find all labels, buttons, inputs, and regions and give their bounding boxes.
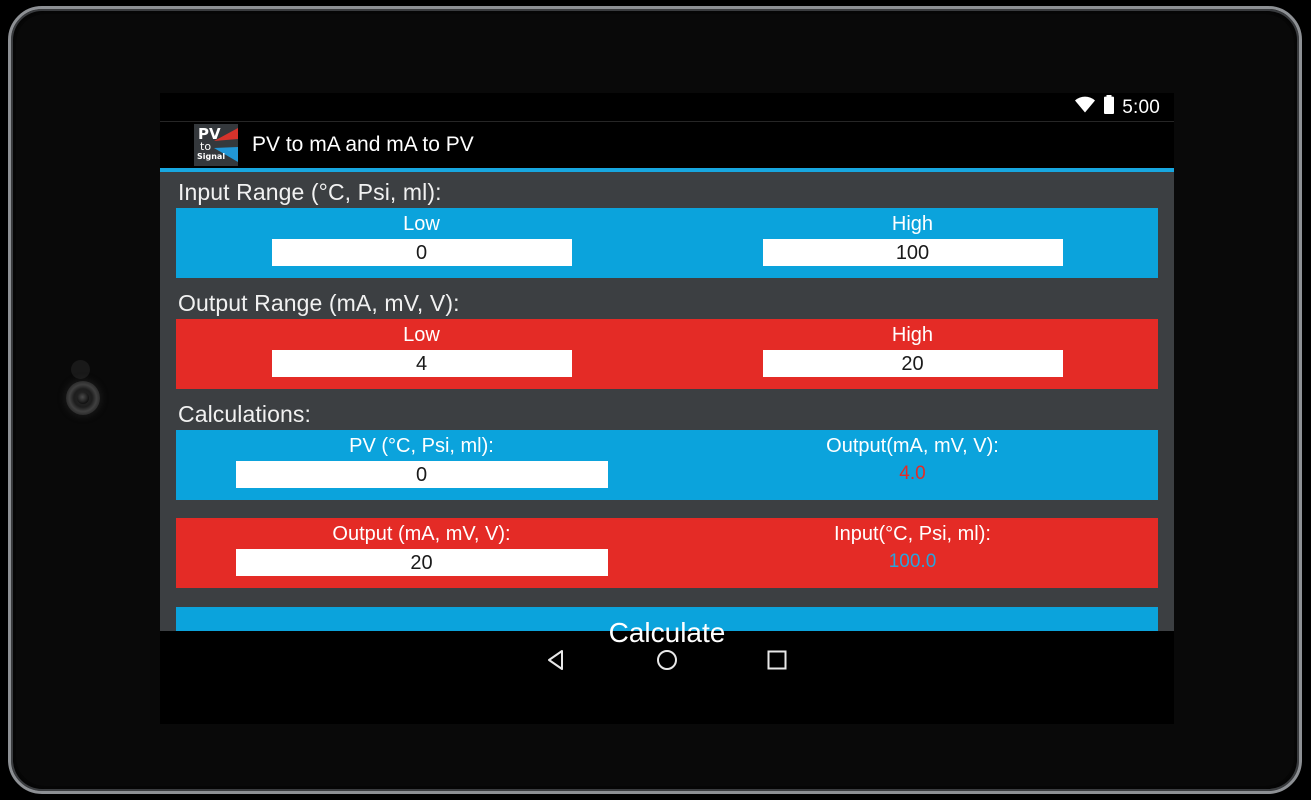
- input-range-high-label: High: [891, 213, 934, 235]
- pv-output-cell: Output(mA, mV, V): 4.0: [667, 430, 1158, 500]
- front-camera-icon: [66, 381, 100, 415]
- input-range-panel: Low 0 High 100: [176, 208, 1158, 278]
- output-result-cell: Input(°C, Psi, ml): 100.0: [667, 518, 1158, 588]
- output-range-low-field[interactable]: 4: [271, 350, 572, 377]
- input-range-title: Input Range (°C, Psi, ml):: [178, 179, 442, 205]
- pv-input-label: PV (°C, Psi, ml):: [349, 435, 494, 457]
- calculations-title: Calculations:: [178, 401, 311, 427]
- output-range-low-cell: Low 4: [176, 319, 667, 389]
- status-bar: 5:00: [160, 93, 1174, 121]
- pv-input-cell: PV (°C, Psi, ml): 0: [176, 430, 667, 500]
- output-input-label: Output (mA, mV, V):: [332, 523, 511, 545]
- input-range-low-label: Low: [403, 213, 440, 235]
- spacer: [176, 278, 1158, 287]
- back-triangle-icon[interactable]: [532, 635, 582, 685]
- app-title: PV to mA and mA to PV: [252, 133, 474, 156]
- battery-icon: [1103, 95, 1115, 119]
- light-sensor-icon: [71, 360, 90, 379]
- app-bar-accent-rule: [160, 168, 1174, 172]
- tablet-device-frame: 5:00 PV to Signal PV to mA and mA to PV …: [8, 6, 1302, 794]
- home-circle-icon[interactable]: [642, 635, 692, 685]
- spacer: [176, 588, 1158, 607]
- app-icon-text-signal: Signal: [197, 152, 226, 161]
- status-bar-time: 5:00: [1122, 96, 1160, 118]
- output-result-value: 100.0: [888, 551, 937, 572]
- pv-to-output-panel: PV (°C, Psi, ml): 0 Output(mA, mV, V): 4…: [176, 430, 1158, 500]
- pv-to-signal-app-icon: PV to Signal: [194, 124, 238, 166]
- output-input-field[interactable]: 20: [235, 549, 608, 576]
- output-range-low-label: Low: [403, 324, 440, 346]
- tablet-screen: 5:00 PV to Signal PV to mA and mA to PV …: [160, 93, 1174, 724]
- output-range-title: Output Range (mA, mV, V):: [178, 290, 460, 316]
- output-input-cell: Output (mA, mV, V): 20: [176, 518, 667, 588]
- app-bar: PV to Signal PV to mA and mA to PV: [160, 121, 1174, 168]
- output-range-high-label: High: [891, 324, 934, 346]
- wifi-icon: [1074, 96, 1096, 118]
- pv-input-field[interactable]: 0: [235, 461, 608, 488]
- pv-output-label: Output(mA, mV, V):: [826, 435, 999, 457]
- app-icon-text-to: to: [200, 140, 212, 153]
- input-range-low-cell: Low 0: [176, 208, 667, 278]
- output-to-pv-panel: Output (mA, mV, V): 20 Input(°C, Psi, ml…: [176, 518, 1158, 588]
- input-range-low-field[interactable]: 0: [271, 239, 572, 266]
- output-result-label: Input(°C, Psi, ml):: [834, 523, 991, 545]
- spacer: [176, 500, 1158, 518]
- output-range-panel: Low 4 High 20: [176, 319, 1158, 389]
- input-range-high-field[interactable]: 100: [762, 239, 1063, 266]
- main-content: Input Range (°C, Psi, ml): Low 0 High 10…: [160, 172, 1174, 659]
- navigation-bar: [160, 631, 1174, 688]
- app-icon-text-pv: PV: [198, 125, 221, 143]
- spacer: [176, 389, 1158, 398]
- output-range-high-field[interactable]: 20: [762, 350, 1063, 377]
- pv-output-result: 4.0: [899, 463, 926, 484]
- output-range-high-cell: High 20: [667, 319, 1158, 389]
- input-range-high-cell: High 100: [667, 208, 1158, 278]
- recents-square-icon[interactable]: [752, 635, 802, 685]
